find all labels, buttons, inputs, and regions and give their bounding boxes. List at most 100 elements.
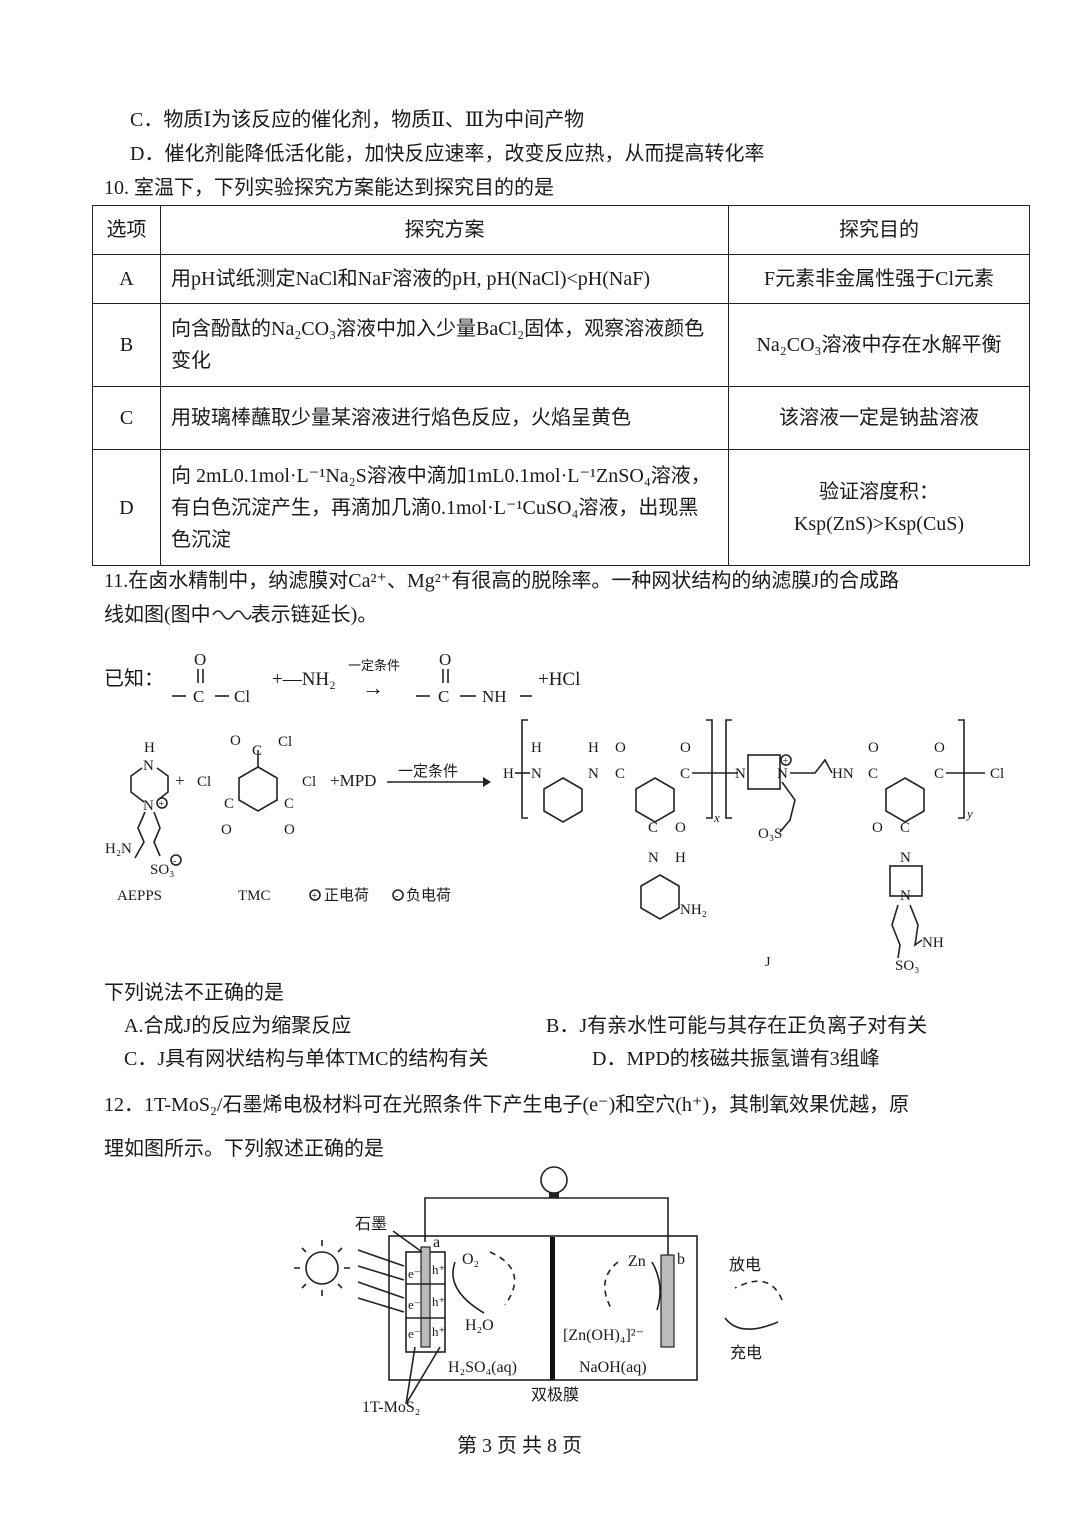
row-option: B xyxy=(92,303,161,387)
svg-text:H₂O: H₂O xyxy=(465,1317,494,1334)
svg-text:-: - xyxy=(173,856,176,867)
photo-electrode-cell-diagram: a 石墨 e⁻ e⁻ e⁻ h⁺ h⁺ h⁺ O₂ H₂O H₂SO₄(aq) … xyxy=(294,1166,783,1416)
svg-text:H: H xyxy=(144,740,155,756)
svg-text:C: C xyxy=(615,766,625,782)
svg-text:NH: NH xyxy=(482,687,507,706)
svg-text:N: N xyxy=(588,766,599,782)
wavy-chain-icon xyxy=(211,610,252,621)
svg-text:H₂SO₄(aq): H₂SO₄(aq) xyxy=(448,1359,517,1376)
svg-text:N: N xyxy=(900,888,911,904)
synthesis-scheme: 已知： O C Cl +—NH₂ 一定条件 → O C NH +HCl H N … xyxy=(104,650,1004,974)
svg-text:充电: 充电 xyxy=(730,1344,762,1362)
svg-text:y: y xyxy=(965,806,973,821)
q9-option-c: C．物质Ⅰ为该反应的催化剂，物质Ⅱ、Ⅲ为中间产物 xyxy=(130,109,585,131)
sun-icon xyxy=(305,1251,339,1285)
svg-text:+: + xyxy=(783,756,789,767)
svg-text:N: N xyxy=(143,758,154,774)
svg-text:SO₃: SO₃ xyxy=(150,862,174,878)
svg-text:O: O xyxy=(872,820,883,836)
table-row: C 用玻璃棒蘸取少量某溶液进行焰色反应，火焰呈黄色 该溶液一定是钠盐溶液 xyxy=(92,386,1030,450)
tmc-label: TMC xyxy=(238,888,271,904)
svg-text:O: O xyxy=(675,820,686,836)
svg-text:Cl: Cl xyxy=(234,687,250,706)
goal-line: Ksp(ZnS)>Ksp(CuS) xyxy=(793,512,965,535)
table-row: B 向含酚酞的Na₂CO₃溶液中加入少量BaCl₂固体，观察溶液颜色变化 Na₂… xyxy=(92,303,1030,387)
svg-text:负电荷: 负电荷 xyxy=(406,887,451,904)
svg-text:O: O xyxy=(615,740,626,756)
svg-text:N: N xyxy=(531,766,542,782)
svg-text:C: C xyxy=(934,766,944,782)
svg-text:+: + xyxy=(312,891,318,902)
svg-text:一定条件: 一定条件 xyxy=(348,658,400,673)
q12-stem-line1: 12．1T-MoS₂/石墨烯电极材料可在光照条件下产生电子(e⁻)和空穴(h⁺)… xyxy=(104,1094,910,1116)
svg-text:N: N xyxy=(648,850,659,866)
row-goal: Na₂CO₃溶液中存在水解平衡 xyxy=(728,303,1030,387)
q11-option-d: D．MPD的核磁共振氢谱有3组峰 xyxy=(592,1048,880,1070)
svg-text:SO₃: SO₃ xyxy=(895,958,919,974)
row-plan: 用pH试纸测定NaCl和NaF溶液的pH, pH(NaCl)<pH(NaF) xyxy=(160,254,729,304)
svg-text:O₂: O₂ xyxy=(462,1251,479,1268)
svg-text:NH: NH xyxy=(922,935,944,951)
svg-text:a: a xyxy=(433,1234,440,1251)
svg-text:HN: HN xyxy=(832,766,854,782)
svg-text:N: N xyxy=(777,766,788,782)
svg-text:O: O xyxy=(230,733,241,749)
svg-text:双极膜: 双极膜 xyxy=(531,1386,579,1404)
svg-text:O₃S: O₃S xyxy=(758,826,782,842)
svg-text:C: C xyxy=(900,820,910,836)
svg-text:C: C xyxy=(284,796,294,812)
svg-text:O: O xyxy=(284,822,295,838)
svg-text:C: C xyxy=(438,687,449,706)
svg-text:H: H xyxy=(588,740,599,756)
svg-text:+—NH₂: +—NH₂ xyxy=(272,669,336,690)
q10-table: 选项 探究方案 探究目的 A 用pH试纸测定NaCl和NaF溶液的pH, pH(… xyxy=(92,205,1030,566)
svg-text:Cl: Cl xyxy=(990,766,1004,782)
svg-text:O: O xyxy=(221,822,232,838)
svg-text:e⁻: e⁻ xyxy=(408,1326,421,1341)
table-row: D 向 2mL0.1mol·L⁻¹Na₂S溶液中滴加1mL0.1mol·L⁻¹Z… xyxy=(92,449,1030,566)
svg-text:Cl: Cl xyxy=(197,774,211,790)
bulb-icon xyxy=(540,1166,568,1194)
svg-text:Zn: Zn xyxy=(628,1253,646,1270)
svg-text:1T-MoS₂: 1T-MoS₂ xyxy=(362,1399,420,1416)
row-option: A xyxy=(92,254,161,304)
table-header-row: 选项 探究方案 探究目的 xyxy=(92,205,1030,255)
svg-text:x: x xyxy=(713,810,720,825)
svg-text:e⁻: e⁻ xyxy=(408,1297,421,1312)
svg-text:C: C xyxy=(193,687,204,706)
svg-text:+: + xyxy=(175,771,185,790)
svg-text:e⁻: e⁻ xyxy=(408,1266,421,1281)
row-goal: 验证溶度积： Ksp(ZnS)>Ksp(CuS) xyxy=(728,449,1030,566)
table-row: A 用pH试纸测定NaCl和NaF溶液的pH, pH(NaCl)<pH(NaF)… xyxy=(92,254,1030,304)
q11-stem-line2: 线如图(图中表示链延长)。 xyxy=(104,602,377,628)
svg-text:Cl: Cl xyxy=(302,774,316,790)
row-plan: 向含酚酞的Na₂CO₃溶液中加入少量BaCl₂固体，观察溶液颜色变化 xyxy=(160,303,729,387)
known-label: 已知： xyxy=(104,667,164,690)
svg-text:O: O xyxy=(439,650,451,669)
svg-text:放电: 放电 xyxy=(729,1256,761,1274)
q11-question: 下列说法不正确的是 xyxy=(104,982,284,1004)
row-goal: 该溶液一定是钠盐溶液 xyxy=(728,386,1030,450)
product-label: J xyxy=(765,955,771,970)
q12-stem-line2: 理如图所示。下列叙述正确的是 xyxy=(104,1138,384,1160)
row-plan: 用玻璃棒蘸取少量某溶液进行焰色反应，火焰呈黄色 xyxy=(160,386,729,450)
svg-text:NaOH(aq): NaOH(aq) xyxy=(579,1359,647,1376)
svg-text:H: H xyxy=(675,850,686,866)
svg-text:H: H xyxy=(531,740,542,756)
svg-text:NH₂: NH₂ xyxy=(680,902,707,918)
row-plan: 向 2mL0.1mol·L⁻¹Na₂S溶液中滴加1mL0.1mol·L⁻¹ZnS… xyxy=(160,449,729,566)
svg-text:[Zn(OH)₄]²⁻: [Zn(OH)₄]²⁻ xyxy=(563,1327,644,1344)
svg-text:+MPD: +MPD xyxy=(330,771,376,790)
svg-text:C: C xyxy=(680,766,690,782)
q10-stem: 10. 室温下，下列实验探究方案能达到探究目的的是 xyxy=(104,177,554,199)
row-option: D xyxy=(92,449,161,566)
stem-text: 线如图(图中 xyxy=(104,604,211,626)
q11-option-b: B．J有亲水性可能与其存在正负离子对有关 xyxy=(546,1015,928,1037)
svg-text:N: N xyxy=(143,798,154,814)
svg-text:O: O xyxy=(868,740,879,756)
svg-text:C: C xyxy=(868,766,878,782)
header-goal: 探究目的 xyxy=(728,205,1030,255)
svg-text:h⁺: h⁺ xyxy=(432,1262,445,1277)
svg-text:+HCl: +HCl xyxy=(538,669,580,690)
q11-stem-line1: 11.在卤水精制中，纳滤膜对Ca²⁺、Mg²⁺有很高的脱除率。一种网状结构的纳滤… xyxy=(104,570,900,592)
